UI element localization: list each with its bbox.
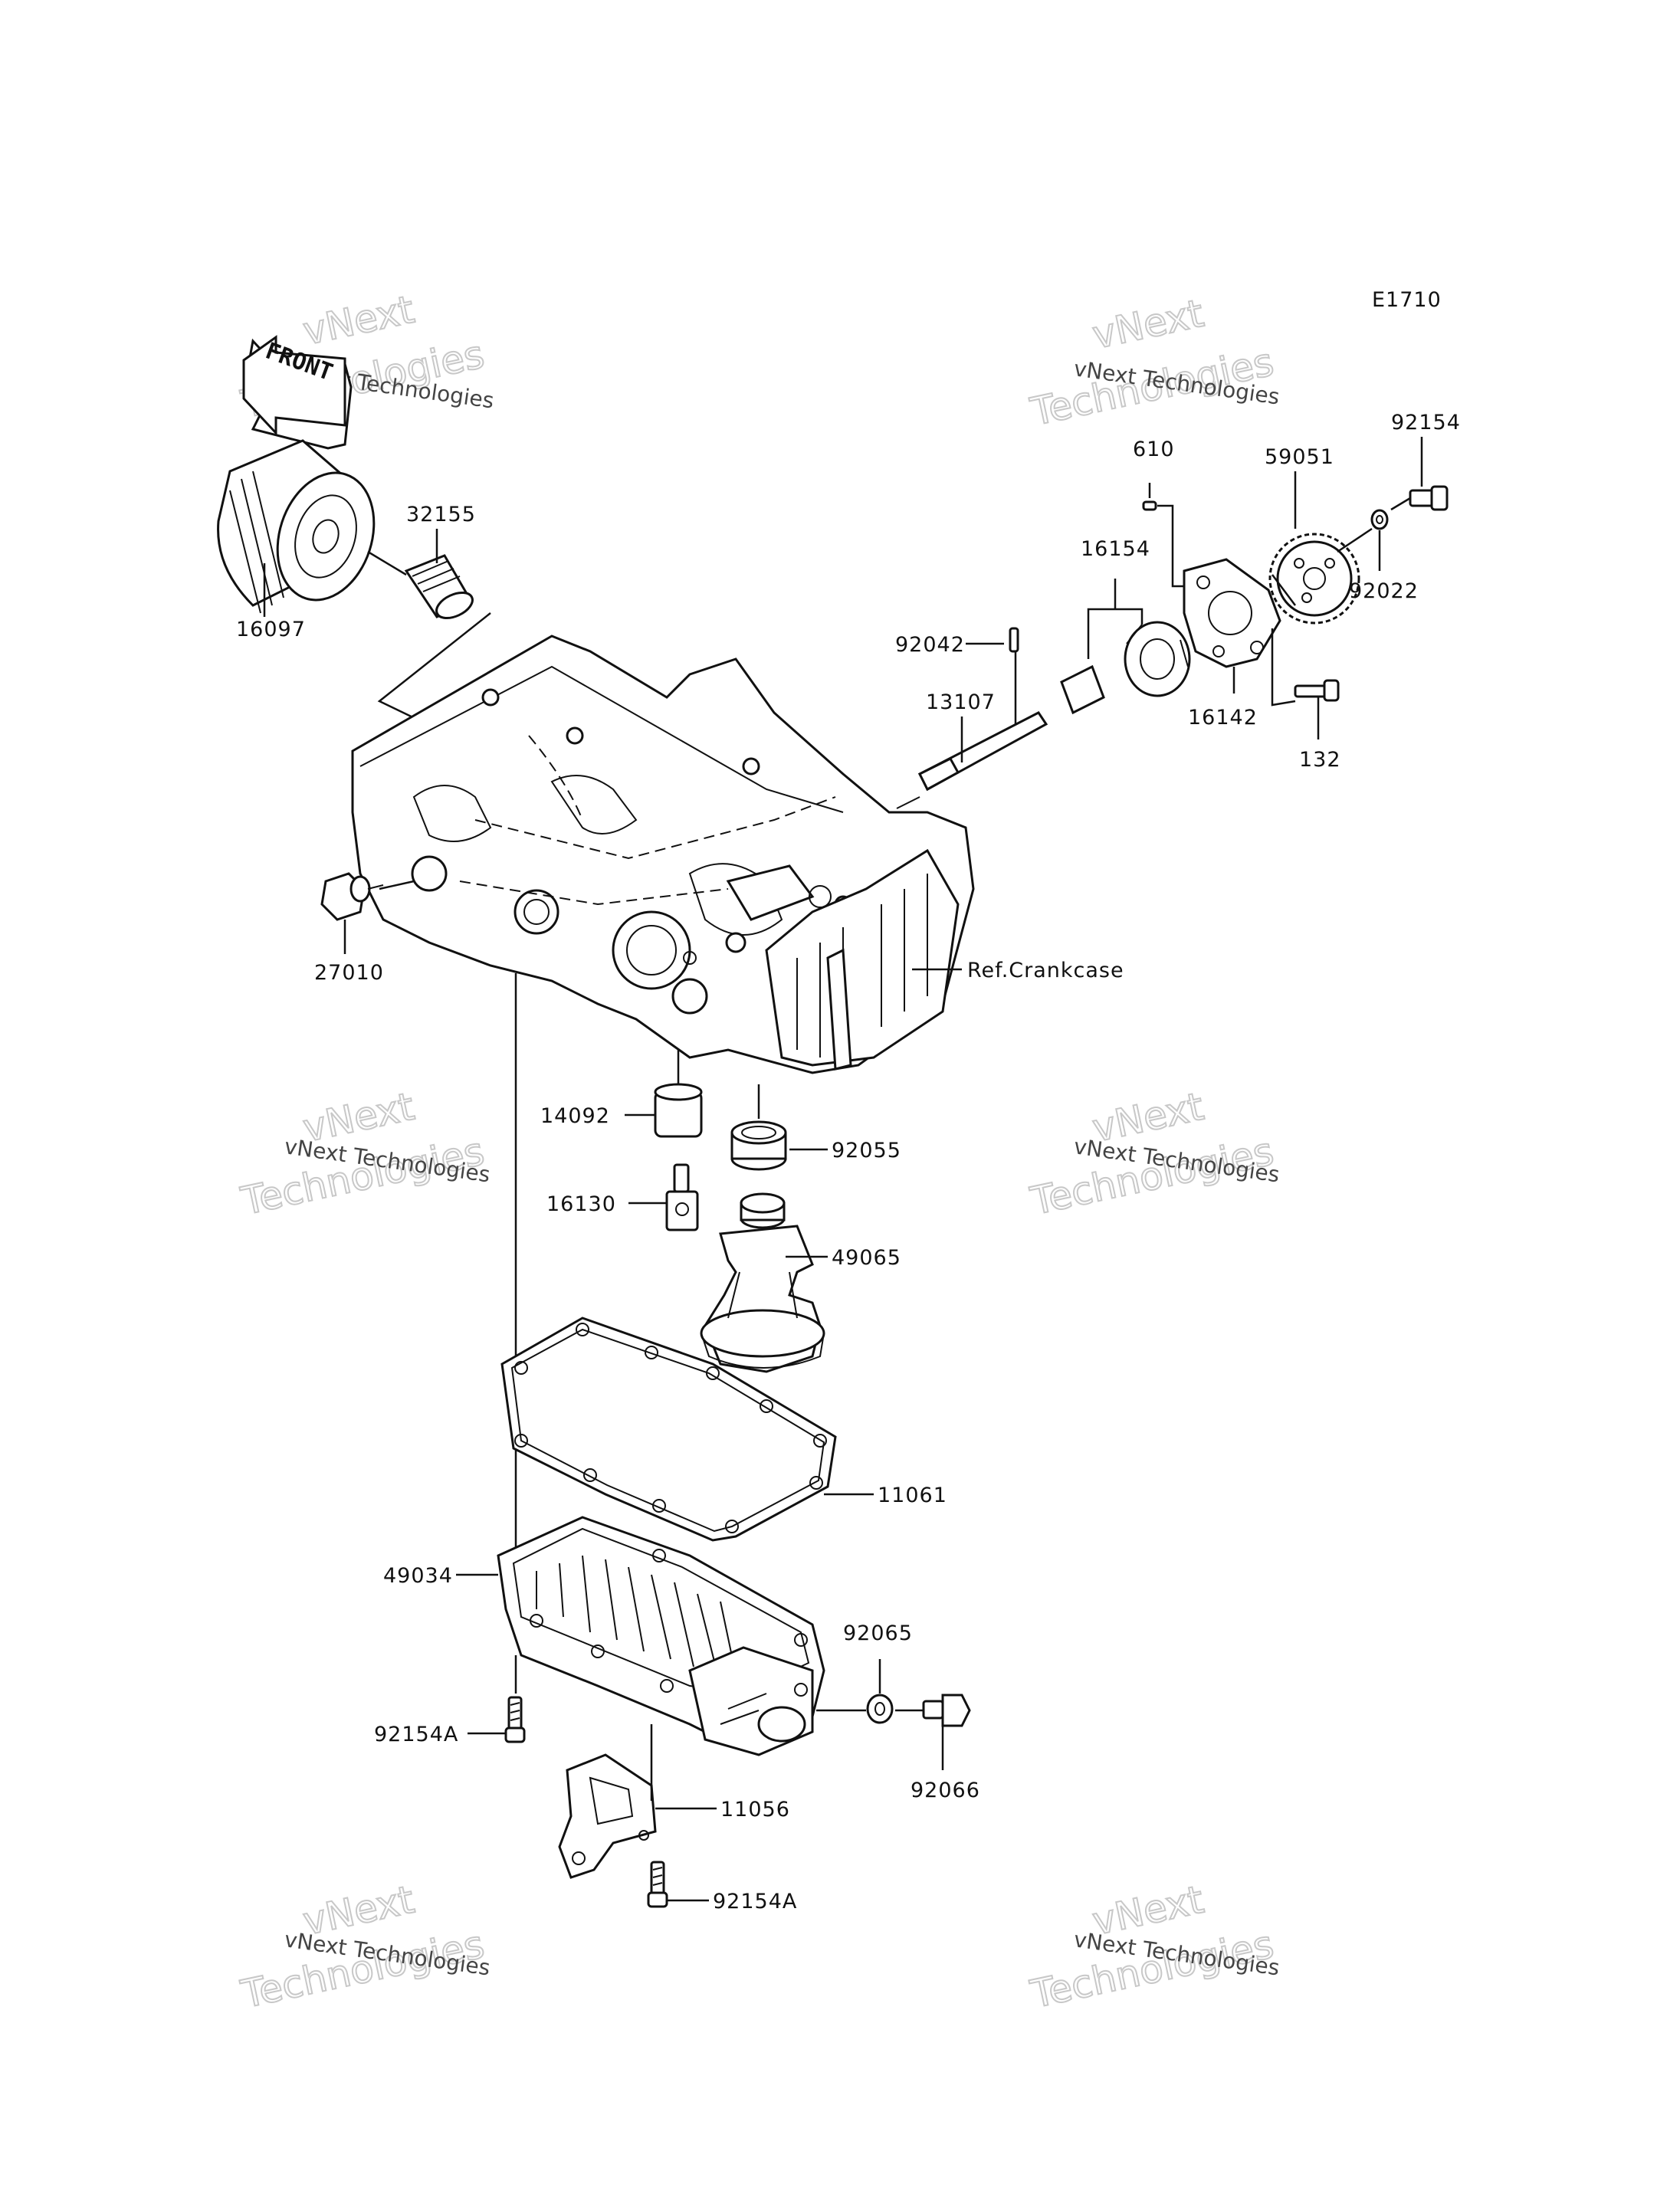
label-610: 610 [1133, 438, 1175, 461]
label-32155: 32155 [406, 503, 476, 526]
drain-bolt-92066 [922, 1694, 971, 1727]
oil-filter-16097 [217, 439, 376, 614]
pump-rotor-16154 [1060, 621, 1191, 715]
bracket-11056 [558, 1753, 657, 1879]
label-27010: 27010 [314, 961, 384, 985]
watermark-top-right: vNext Technologies vNext Technologies [1025, 290, 1281, 435]
washer-92022 [1370, 509, 1389, 530]
gasket-11061 [500, 1317, 837, 1542]
pin-610 [1142, 500, 1157, 511]
oil-pressure-switch-27010 [320, 872, 384, 921]
pin-92042 [1009, 627, 1019, 653]
label-92154A-lower: 92154A [713, 1890, 797, 1913]
oil-pan-49034 [497, 1516, 825, 1756]
bolt-92154A-lower [647, 1861, 668, 1908]
watermark-mid-left: vNext Technologies vNext Technologies [236, 1084, 491, 1225]
label-49065: 49065 [832, 1246, 901, 1270]
label-92154: 92154 [1391, 411, 1461, 434]
bolt-132 [1294, 679, 1340, 702]
label-92154A-left: 92154A [374, 1723, 458, 1746]
label-92055: 92055 [832, 1139, 901, 1162]
label-13107: 13107 [926, 690, 996, 714]
label-11056: 11056 [720, 1798, 790, 1822]
label-92065: 92065 [843, 1622, 913, 1645]
crankcase [351, 635, 975, 1074]
label-59051: 59051 [1265, 445, 1334, 469]
label-16142: 16142 [1188, 706, 1258, 730]
label-132: 132 [1299, 748, 1341, 772]
label-16097: 16097 [236, 618, 306, 641]
label-92022: 92022 [1349, 579, 1419, 603]
watermark-bottom-left: vNext Technologies vNext Technologies [236, 1877, 491, 2018]
front-arrow-icon: FRONT [242, 335, 353, 450]
label-49034: 49034 [383, 1564, 453, 1588]
fitting-16130 [665, 1163, 699, 1231]
label-11061: 11061 [878, 1484, 947, 1507]
oil-nipple-32155 [404, 554, 474, 620]
watermark-big-1: vNext [299, 287, 418, 354]
cap-14092 [654, 1083, 703, 1138]
bolt-92154A-left [504, 1696, 526, 1743]
watermark-bottom-right: vNext Technologies vNext Technologies [1025, 1877, 1281, 2018]
gear-59051 [1268, 533, 1360, 625]
oil-strainer-49065 [700, 1192, 825, 1373]
label-16130: 16130 [546, 1192, 616, 1216]
bolt-92154 [1409, 485, 1449, 511]
watermark-mid-right: vNext Technologies vNext Technologies [1025, 1084, 1281, 1225]
pump-shaft-13107 [896, 711, 1048, 809]
ref-crankcase-label: Ref.Crankcase [967, 959, 1124, 982]
label-92066: 92066 [911, 1779, 980, 1802]
label-14092: 14092 [540, 1104, 610, 1128]
diagram-code: E1710 [1372, 288, 1442, 312]
oring-92055 [730, 1120, 787, 1171]
label-92042: 92042 [895, 633, 965, 657]
pump-body-16142 [1183, 558, 1281, 668]
label-16154: 16154 [1081, 537, 1150, 561]
watermark-big-1: vNext [1088, 291, 1207, 358]
washer-92065 [866, 1694, 894, 1724]
